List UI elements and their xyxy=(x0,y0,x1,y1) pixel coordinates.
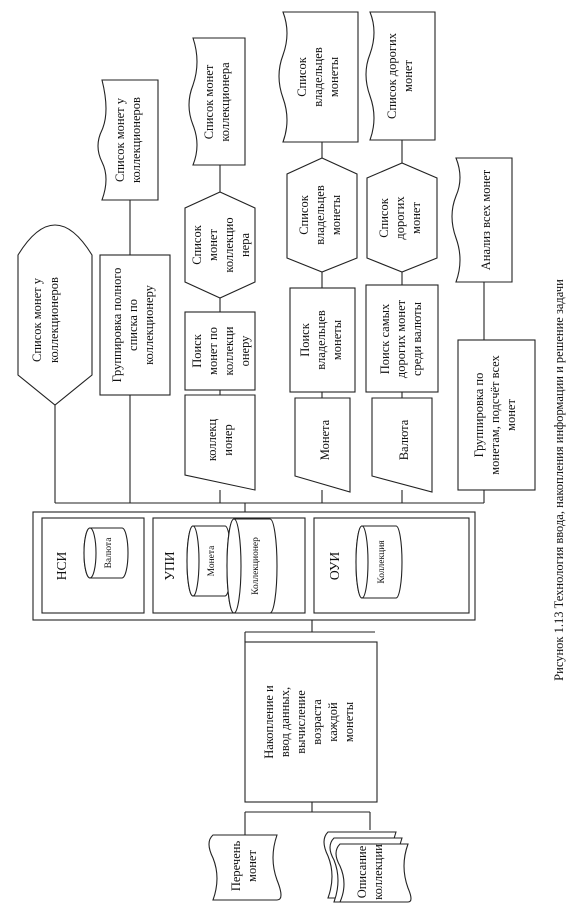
document-list-collectors: Список монет у коллекционеров xyxy=(97,79,159,201)
output-list-collectors-display: Список монет у коллекционеров xyxy=(17,224,93,406)
document-list-expensive-line1: Список дорогих xyxy=(385,32,399,119)
process-grouping-coins-line3: монет xyxy=(504,399,518,431)
document-analysis: Анализ всех монет xyxy=(451,157,513,283)
process-search-expensive: Поиск самых дорогих монет среди валюты xyxy=(365,284,439,393)
process-search-collector-line2: монет по xyxy=(206,327,220,375)
nsi-title: НСИ xyxy=(54,552,69,581)
document-list-owners-line3: монеты xyxy=(327,56,341,97)
display-expensive-line2: дорогих xyxy=(393,196,407,240)
input-currency-label: Валюта xyxy=(397,419,411,460)
input-collector: коллекц ионер xyxy=(184,394,256,491)
output-list-collectors-left-line1: Список монет у xyxy=(30,277,44,362)
database-block: НСИ Валюта УПИ Монета xyxy=(32,511,476,621)
process-accumulation: Накопление и ввод данных, вычисление воз… xyxy=(244,641,378,803)
process-accumulation-line2: ввод данных, xyxy=(278,687,292,757)
document-list-expensive-line2: монет xyxy=(401,60,415,92)
display-owners-line1: Список xyxy=(297,194,311,235)
document-collection-description: Описание коллекции xyxy=(323,831,412,903)
display-expensive-line1: Список xyxy=(377,197,391,238)
document-list-owners-line2: владельцев xyxy=(311,47,325,107)
document-coin-list-line1: Перечень xyxy=(229,841,243,892)
process-search-owners-line3: монеты xyxy=(330,319,344,360)
process-search-collector-line3: коллекци xyxy=(222,326,236,375)
display-expensive-line3: монет xyxy=(409,202,423,234)
database-upi: УПИ Монета Коллекционер xyxy=(152,517,306,614)
process-search-expensive-line1: Поиск самых xyxy=(378,303,392,374)
display-list-collector: Список монет коллекцио нера xyxy=(184,191,256,299)
output-list-collectors-left-line2: коллекционеров xyxy=(47,277,61,363)
display-list-owners: Список владельцев монеты xyxy=(286,157,358,273)
oui-title: ОУИ xyxy=(327,552,342,581)
document-coin-list-line2: монет xyxy=(245,850,259,882)
process-grouping-coins-line2: монетам, подсчёт всех xyxy=(488,354,502,474)
document-list-owners: Список владельцев монеты xyxy=(278,11,359,143)
display-list-expensive: Список дорогих монет xyxy=(366,162,438,273)
document-list-owners-line1: Список xyxy=(295,56,309,97)
document-collection-description-line2: коллекции xyxy=(371,844,385,900)
document-list-collector: Список монет коллекционера xyxy=(188,37,246,166)
process-accumulation-line4: возраста xyxy=(310,699,324,745)
database-nsi: НСИ Валюта xyxy=(41,517,145,614)
process-search-collector-line1: Поиск xyxy=(190,333,204,368)
process-search-expensive-line3: среди валюты xyxy=(410,301,424,376)
document-list-collectors-line1: Список монет у xyxy=(113,97,127,182)
input-collector-line2: ионер xyxy=(221,424,235,455)
display-collector-line2: монет xyxy=(206,229,220,261)
figure-caption: Рисунок 1.13 Технология ввода, накоплени… xyxy=(552,279,566,681)
process-search-expensive-line2: дорогих монет xyxy=(394,299,408,378)
process-grouping-coins-line1: Группировка по xyxy=(472,373,486,458)
file-coin-label: Монета xyxy=(207,545,217,577)
input-coin: Монета xyxy=(294,397,351,493)
file-collection-cylinder: Коллекция xyxy=(355,525,403,599)
upi-title: УПИ xyxy=(162,551,177,580)
file-collector-label: Коллекционер xyxy=(251,537,261,595)
document-coin-list: Перечень монет xyxy=(208,834,282,901)
process-grouping-full-line3: коллекционеру xyxy=(142,284,156,365)
file-collector-cylinder: Коллекционер xyxy=(226,518,278,614)
input-coin-label: Монета xyxy=(318,419,332,460)
process-search-owners-line2: владельцев xyxy=(314,310,328,370)
file-collection-label: Коллекция xyxy=(377,540,387,584)
display-owners-line2: владельцев xyxy=(313,185,327,245)
process-search-owners-line1: Поиск xyxy=(298,322,312,357)
process-grouping-full-list: Группировка полного списка по коллекцион… xyxy=(99,254,171,396)
process-search-owners: Поиск владельцев монеты xyxy=(289,287,356,393)
display-owners-line3: монеты xyxy=(329,194,343,235)
process-accumulation-line3: вычисление xyxy=(294,690,308,754)
process-grouping-full-line1: Группировка полного xyxy=(110,268,124,383)
display-collector-line4: нера xyxy=(238,233,252,257)
process-search-by-collector: Поиск монет по коллекци онеру xyxy=(184,311,256,391)
process-accumulation-line1: Накопление и xyxy=(262,685,276,759)
process-accumulation-line5: каждой xyxy=(326,702,340,742)
document-list-collector-line2: коллекционера xyxy=(218,62,232,142)
input-currency: Валюта xyxy=(371,397,433,493)
process-grouping-full-line2: списка по xyxy=(126,299,140,351)
file-currency-cylinder: Валюта xyxy=(83,527,129,579)
document-list-collector-line1: Список монет xyxy=(202,64,216,139)
display-collector-line3: коллекцио xyxy=(222,217,236,272)
document-collection-description-line1: Описание xyxy=(355,845,369,898)
input-collector-line1: коллекц xyxy=(205,419,219,462)
database-oui: ОУИ Коллекция xyxy=(313,517,470,614)
process-accumulation-line6: монеты xyxy=(342,701,356,742)
document-analysis-label: Анализ всех монет xyxy=(479,169,493,270)
display-collector-line1: Список xyxy=(190,224,204,265)
document-list-expensive: Список дорогих монет xyxy=(365,11,436,141)
file-currency-label: Валюта xyxy=(104,537,114,569)
file-coin-cylinder: Монета xyxy=(186,525,232,597)
process-search-collector-line4: онеру xyxy=(238,335,252,367)
process-grouping-by-coins: Группировка по монетам, подсчёт всех мон… xyxy=(457,339,536,491)
document-list-collectors-line2: коллекционеров xyxy=(129,97,143,183)
